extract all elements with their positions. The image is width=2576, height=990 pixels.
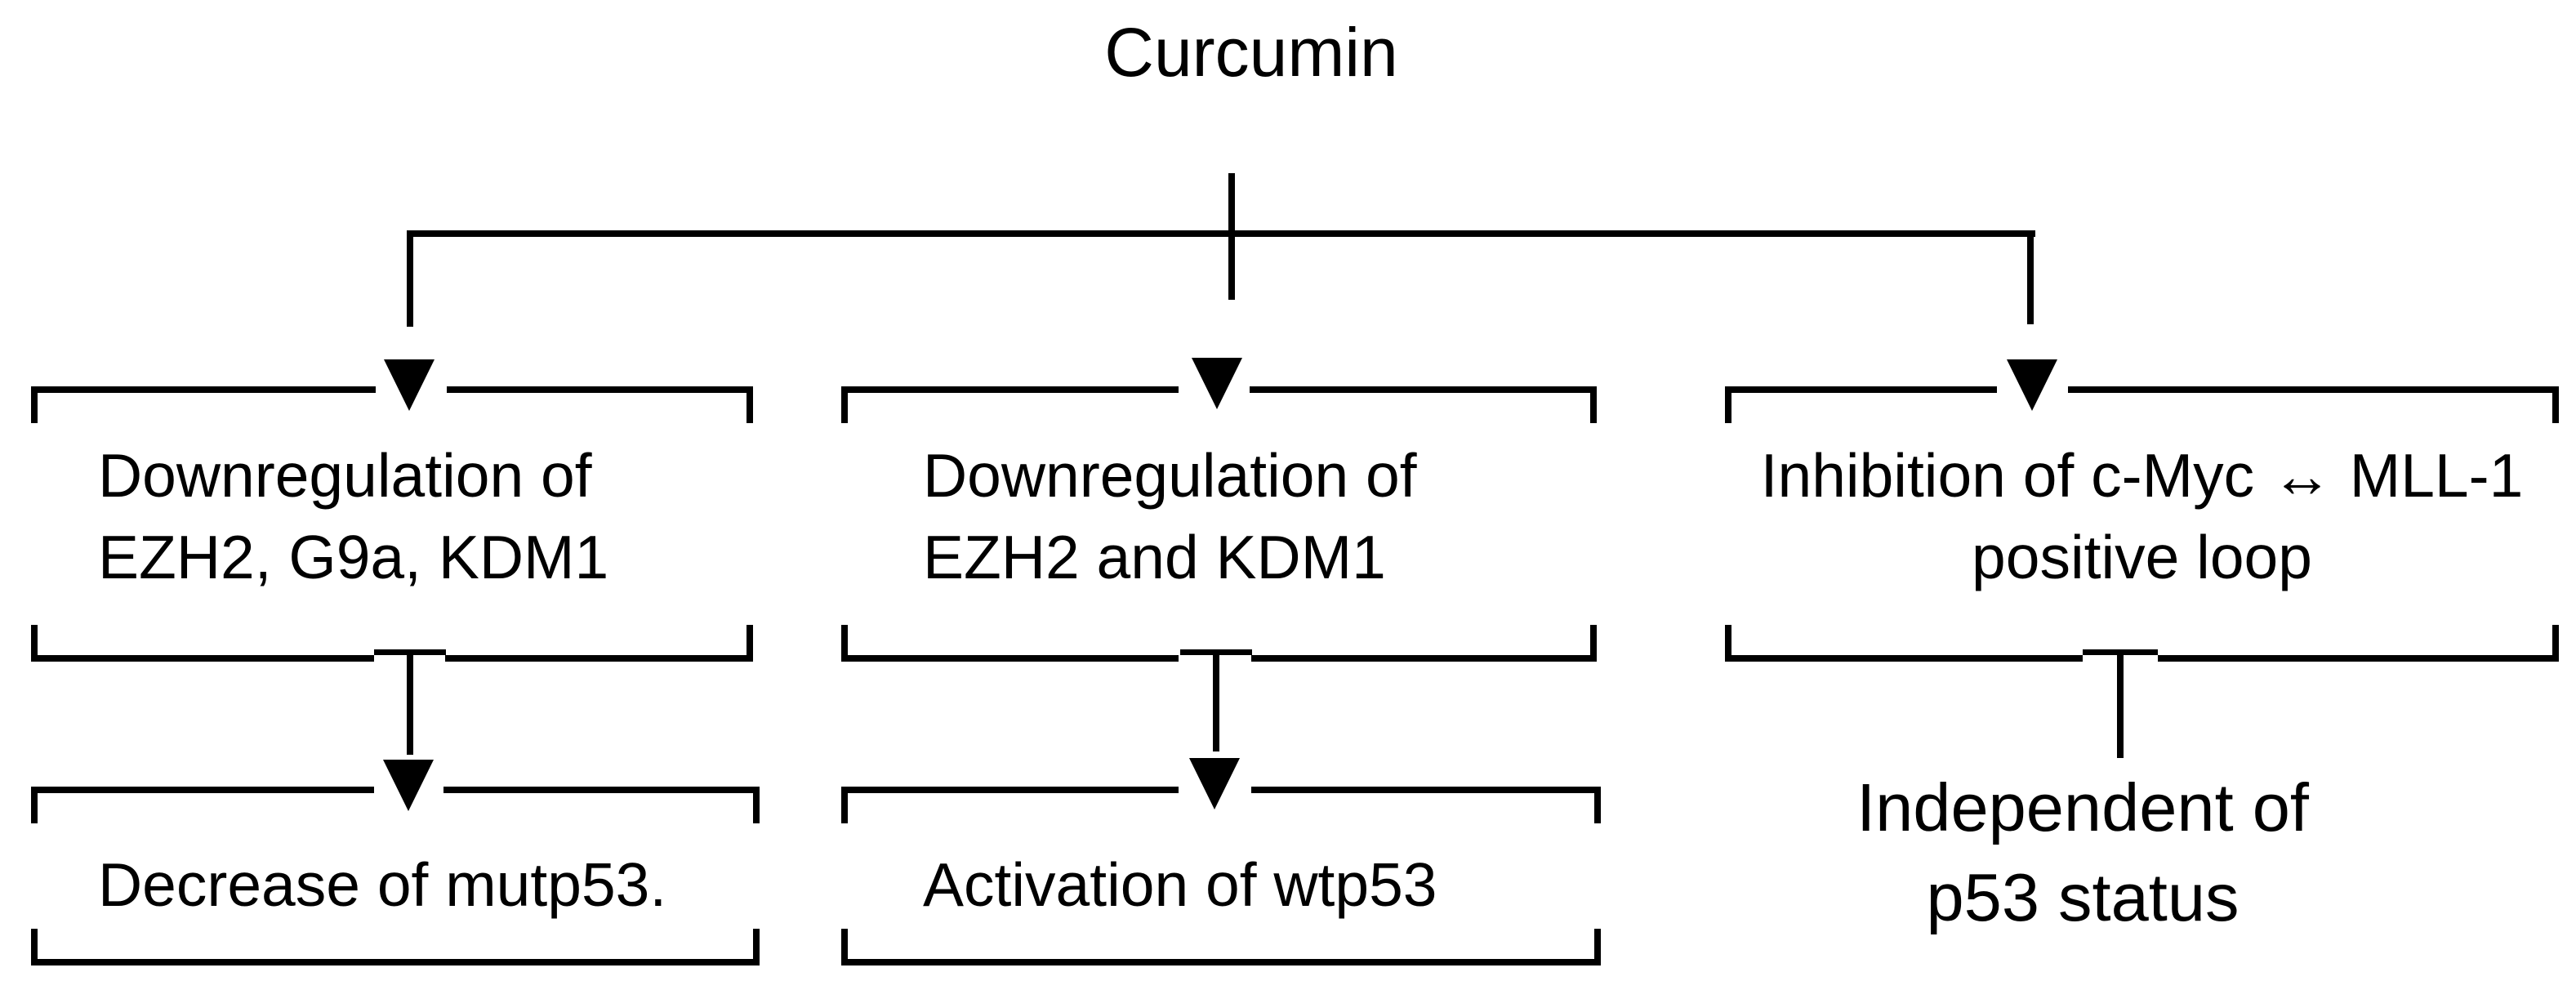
box-border (841, 655, 1179, 662)
box-corner (747, 386, 753, 423)
box-corner (841, 929, 848, 965)
box-border (447, 386, 753, 393)
box-corner (753, 787, 760, 823)
diagram-title: Curcumin (1104, 14, 1398, 91)
arrow-down-icon-left-bottom (383, 760, 434, 811)
connector-right-exit (2117, 655, 2124, 758)
node-downregulation-ezh2-g9a-kdm1: Downregulation of EZH2, G9a, KDM1 (31, 386, 753, 662)
arrow-down-icon-right-top (2007, 359, 2057, 411)
arrow-down-icon-middle-bottom (1189, 758, 1240, 809)
label-text-line: Independent of (1856, 769, 2309, 845)
box-corner (1594, 929, 1601, 965)
box-border (31, 787, 374, 793)
box-border (445, 655, 753, 662)
box-border (1250, 386, 1597, 393)
box-border (1251, 787, 1601, 793)
node-activation-wtp53: Activation of wtp53 (841, 787, 1601, 965)
node-text-line: EZH2 and KDM1 (923, 522, 1386, 591)
box-corner (1594, 787, 1601, 823)
box-corner (31, 386, 38, 423)
box-border (841, 787, 1179, 793)
box-corner (841, 787, 848, 823)
box-corner (1590, 386, 1597, 423)
connector-middle-exit-cap (1180, 649, 1252, 655)
box-corner (1590, 625, 1597, 662)
node-text-line: Downregulation of (98, 440, 592, 510)
label-text-line: p53 status (1926, 859, 2240, 935)
connector-left-exit-cap (374, 649, 446, 655)
box-border (31, 959, 760, 965)
connector-left-exit (407, 655, 413, 755)
box-corner (841, 386, 848, 423)
box-border (2068, 386, 2559, 393)
connector-middle-exit (1213, 655, 1219, 751)
node-inhibition-cmyc-mll1-loop: Inhibition of c-Myc ↔ MLL-1 positive loo… (1725, 386, 2559, 662)
label-independent-of-p53-status: Independent of p53 status (1838, 763, 2328, 943)
box-border (841, 386, 1179, 393)
node-text-line: positive loop (1972, 522, 2312, 591)
box-corner (753, 929, 760, 965)
box-corner (841, 625, 848, 662)
box-border (2158, 655, 2559, 662)
box-border (841, 959, 1601, 965)
box-border (443, 787, 760, 793)
box-border (1251, 655, 1597, 662)
node-decrease-mutp53: Decrease of mutp53. (31, 787, 760, 965)
box-border (1725, 655, 2083, 662)
node-text-line: Inhibition of c-Myc ↔ MLL-1 (1760, 440, 2524, 510)
connector-distribution-line (407, 230, 2035, 237)
node-downregulation-ezh2-kdm1: Downregulation of EZH2 and KDM1 (841, 386, 1597, 662)
connector-left-drop (407, 230, 413, 327)
box-border (31, 386, 376, 393)
connector-right-drop (2027, 230, 2034, 324)
arrow-down-icon-left-top (384, 359, 435, 411)
box-corner (747, 625, 753, 662)
node-text-line: Activation of wtp53 (923, 850, 1437, 919)
box-corner (31, 787, 38, 823)
box-border (1725, 386, 1997, 393)
box-border (31, 655, 374, 662)
node-text-line: Downregulation of (923, 440, 1417, 510)
arrow-down-icon-middle-top (1192, 358, 1242, 409)
box-corner (31, 929, 38, 965)
node-text-line: Decrease of mutp53. (98, 850, 667, 919)
box-corner (31, 625, 38, 662)
box-corner (2552, 625, 2559, 662)
box-corner (1725, 386, 1731, 423)
connector-right-exit-cap (2083, 649, 2158, 655)
box-corner (2552, 386, 2559, 423)
node-text-line: EZH2, G9a, KDM1 (98, 522, 609, 591)
box-corner (1725, 625, 1731, 662)
